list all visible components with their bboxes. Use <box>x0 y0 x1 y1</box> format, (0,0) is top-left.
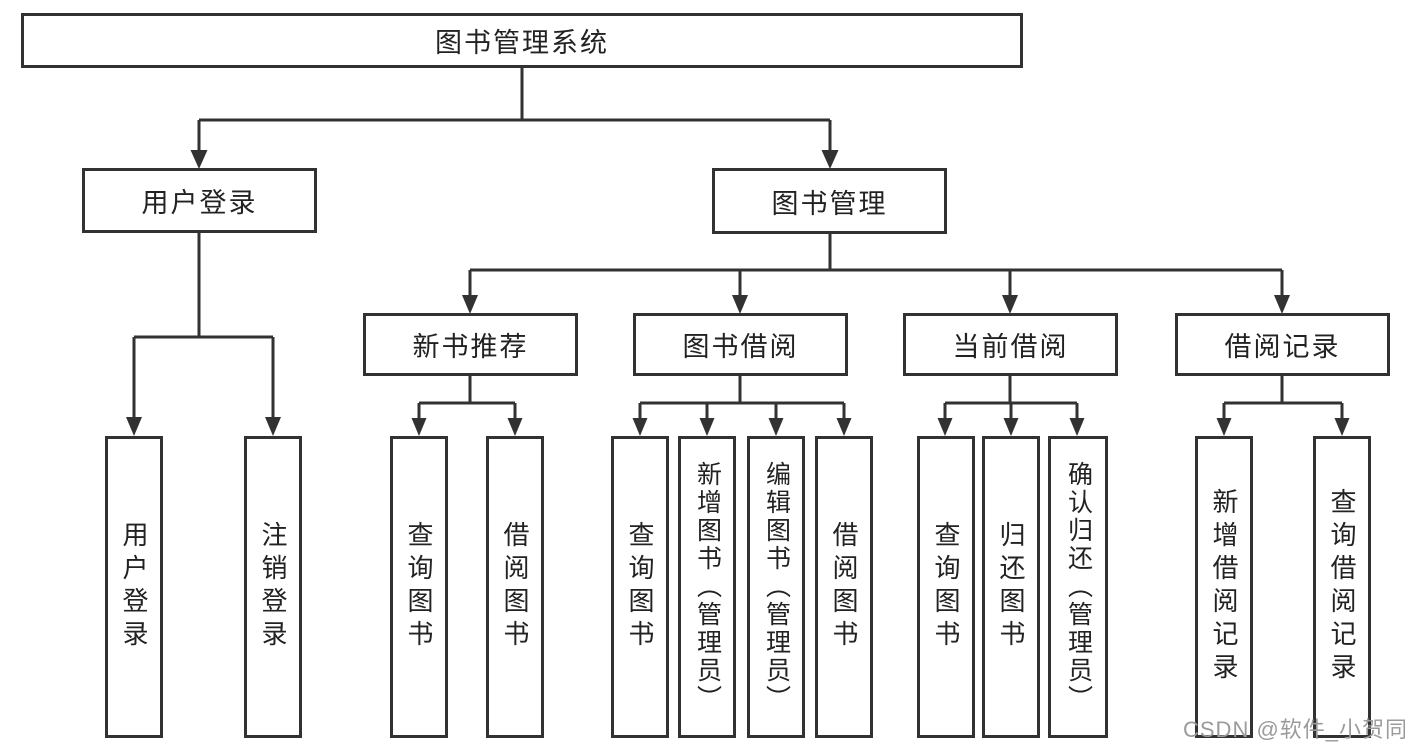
leaf-query-books-current: 查询图书 <box>917 436 975 738</box>
connector-newbooks-to-leaves <box>417 376 517 419</box>
leaf-add-borrow-record: 新增借阅记录 <box>1195 436 1253 738</box>
leaf-query-books-recommend: 查询图书 <box>390 436 448 738</box>
arrowhead <box>190 150 208 169</box>
connector-userlogin-to-leaves <box>132 233 275 418</box>
leaf-user-login: 用户登录 <box>105 436 163 738</box>
arrowhead <box>1216 418 1232 436</box>
node-user-login: 用户登录 <box>82 168 317 233</box>
node-book-borrowing: 图书借阅 <box>633 313 848 376</box>
node-borrowing-records: 借阅记录 <box>1175 313 1390 376</box>
arrowhead <box>462 295 478 314</box>
leaf-borrow-books: 借阅图书 <box>815 436 873 738</box>
arrowhead <box>732 295 748 314</box>
connector-borrow-to-leaves <box>638 376 846 419</box>
node-new-book-recommendation: 新书推荐 <box>363 313 578 376</box>
arrowhead <box>265 417 281 436</box>
arrowhead <box>1002 295 1018 314</box>
arrowhead <box>1003 418 1019 436</box>
arrowhead <box>411 418 427 436</box>
csdn-watermark: CSDN @软件_小贺同学 <box>1183 717 1405 742</box>
arrowhead <box>507 418 523 436</box>
connector-bookmgmt-to-level2 <box>468 234 1284 296</box>
leaf-query-books-borrow: 查询图书 <box>611 436 669 738</box>
arrowhead <box>836 418 852 436</box>
arrowhead <box>126 417 142 436</box>
connector-root-to-level1 <box>197 68 832 151</box>
arrowhead <box>821 150 839 169</box>
arrowhead <box>1274 295 1290 314</box>
arrowhead <box>1334 418 1350 436</box>
arrowhead <box>937 418 953 436</box>
arrowhead <box>632 418 648 436</box>
leaf-confirm-return-admin: 确认归还（管理员） <box>1048 436 1108 738</box>
leaf-add-books-admin: 新增图书（管理员） <box>678 436 736 738</box>
node-current-borrowing: 当前借阅 <box>903 313 1118 376</box>
node-library-system: 图书管理系统 <box>21 13 1023 68</box>
leaf-borrow-books-recommend: 借阅图书 <box>486 436 544 738</box>
leaf-edit-books-admin: 编辑图书（管理员） <box>747 436 805 738</box>
leaf-query-borrow-record: 查询借阅记录 <box>1313 436 1371 738</box>
leaf-return-books: 归还图书 <box>982 436 1040 738</box>
connector-current-to-leaves <box>943 376 1079 419</box>
connector-records-to-leaves <box>1222 376 1344 419</box>
arrowhead <box>699 418 715 436</box>
leaf-logout: 注销登录 <box>244 436 302 738</box>
arrowhead <box>1069 418 1085 436</box>
arrowhead <box>768 418 784 436</box>
node-book-management: 图书管理 <box>712 168 947 234</box>
